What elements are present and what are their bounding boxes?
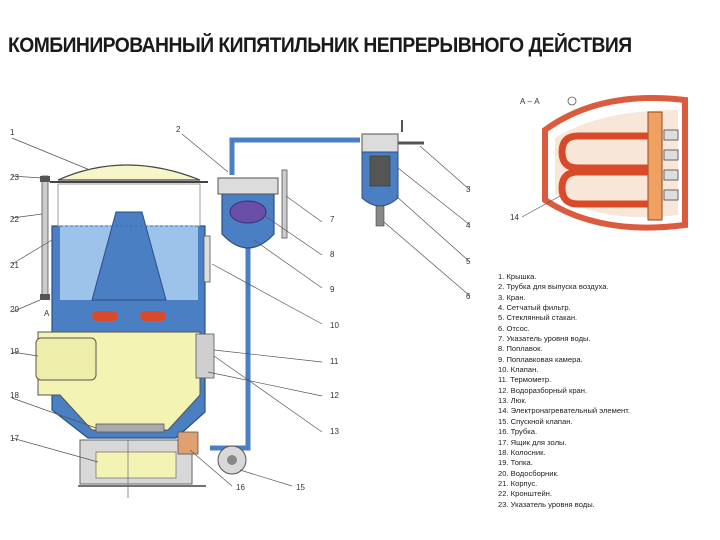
legend-item: 13. Люк. bbox=[498, 396, 527, 406]
rotation-icon bbox=[567, 96, 577, 106]
callout-1: 1 bbox=[10, 128, 15, 137]
callout-23: 23 bbox=[10, 173, 19, 182]
legend-item: 14. Электронагревательный элемент. bbox=[498, 406, 630, 416]
legend-item: 3. Кран. bbox=[498, 292, 526, 302]
callout-5: 5 bbox=[466, 257, 471, 266]
callout-12: 12 bbox=[330, 391, 339, 400]
callout-16: 16 bbox=[236, 483, 245, 492]
legend-item: 1. Крышка. bbox=[498, 272, 537, 281]
callout-10: 10 bbox=[330, 321, 339, 330]
callout-11: 11 bbox=[330, 357, 339, 366]
callout-9: 9 bbox=[330, 285, 335, 294]
callout-7: 7 bbox=[330, 215, 335, 224]
legend-item: 23. Указатель уровня воды. bbox=[498, 499, 595, 509]
legend-item: 22. Кронштейн. bbox=[498, 489, 552, 499]
legend-item: 9. Поплавковая камера. bbox=[498, 354, 583, 364]
section-mark: А bbox=[44, 309, 50, 318]
callout-4: 4 bbox=[466, 221, 471, 230]
callout-8: 8 bbox=[330, 250, 335, 259]
callout-numbers: 1 2 3 4 5 6 7 8 9 10 11 12 13 14 15 16 1… bbox=[10, 125, 519, 492]
legend-item: 16. Трубка. bbox=[498, 427, 538, 437]
legend-item: 18. Колосник. bbox=[498, 447, 546, 457]
legend-item: 17. Ящик для золы. bbox=[498, 437, 567, 447]
legend-item: 15. Спускной клапан. bbox=[498, 416, 573, 426]
legend-item: 2. Трубка для выпуска воздуха. bbox=[498, 282, 609, 292]
callout-20: 20 bbox=[10, 305, 19, 314]
callout-3: 3 bbox=[466, 185, 471, 194]
callout-17: 17 bbox=[10, 434, 19, 443]
legend-item: 11. Термометр. bbox=[498, 375, 552, 385]
legend: 1. Крышка.2. Трубка для выпуска воздуха.… bbox=[498, 272, 630, 510]
drain-valve bbox=[217, 445, 247, 475]
callout-2: 2 bbox=[176, 125, 181, 134]
callout-22: 22 bbox=[10, 215, 19, 224]
heater-section bbox=[542, 95, 688, 231]
callout-19: 19 bbox=[10, 347, 19, 356]
legend-item: 19. Топка. bbox=[498, 458, 533, 468]
legend-item: 21. Корпус. bbox=[498, 478, 538, 488]
callout-13: 13 bbox=[330, 427, 339, 436]
callout-14: 14 bbox=[510, 213, 519, 222]
section-label: А – А bbox=[520, 97, 540, 106]
legend-item: 12. Водоразборный кран. bbox=[498, 385, 588, 395]
legend-item: 20. Водосборник. bbox=[498, 468, 559, 478]
boiler-body bbox=[35, 164, 215, 498]
callout-21: 21 bbox=[10, 261, 19, 270]
legend-item: 8. Поплавок. bbox=[498, 344, 543, 354]
callout-15: 15 bbox=[296, 483, 305, 492]
filter-assembly bbox=[361, 120, 424, 227]
legend-item: 7. Указатель уровня воды. bbox=[498, 334, 591, 344]
leader-lines bbox=[11, 133, 561, 487]
legend-item: 5. Стеклянный стакан. bbox=[498, 313, 578, 323]
callout-6: 6 bbox=[466, 292, 471, 301]
page-title: КОМБИНИРОВАННЫЙ КИПЯТИЛЬНИК НЕПРЕРЫВНОГО… bbox=[8, 34, 632, 57]
float-chamber bbox=[217, 169, 288, 249]
callout-18: 18 bbox=[10, 391, 19, 400]
legend-item: 6. Отсос. bbox=[498, 323, 530, 333]
legend-item: 4. Сетчатый фильтр. bbox=[498, 303, 571, 313]
legend-item: 10. Клапан. bbox=[498, 365, 539, 375]
